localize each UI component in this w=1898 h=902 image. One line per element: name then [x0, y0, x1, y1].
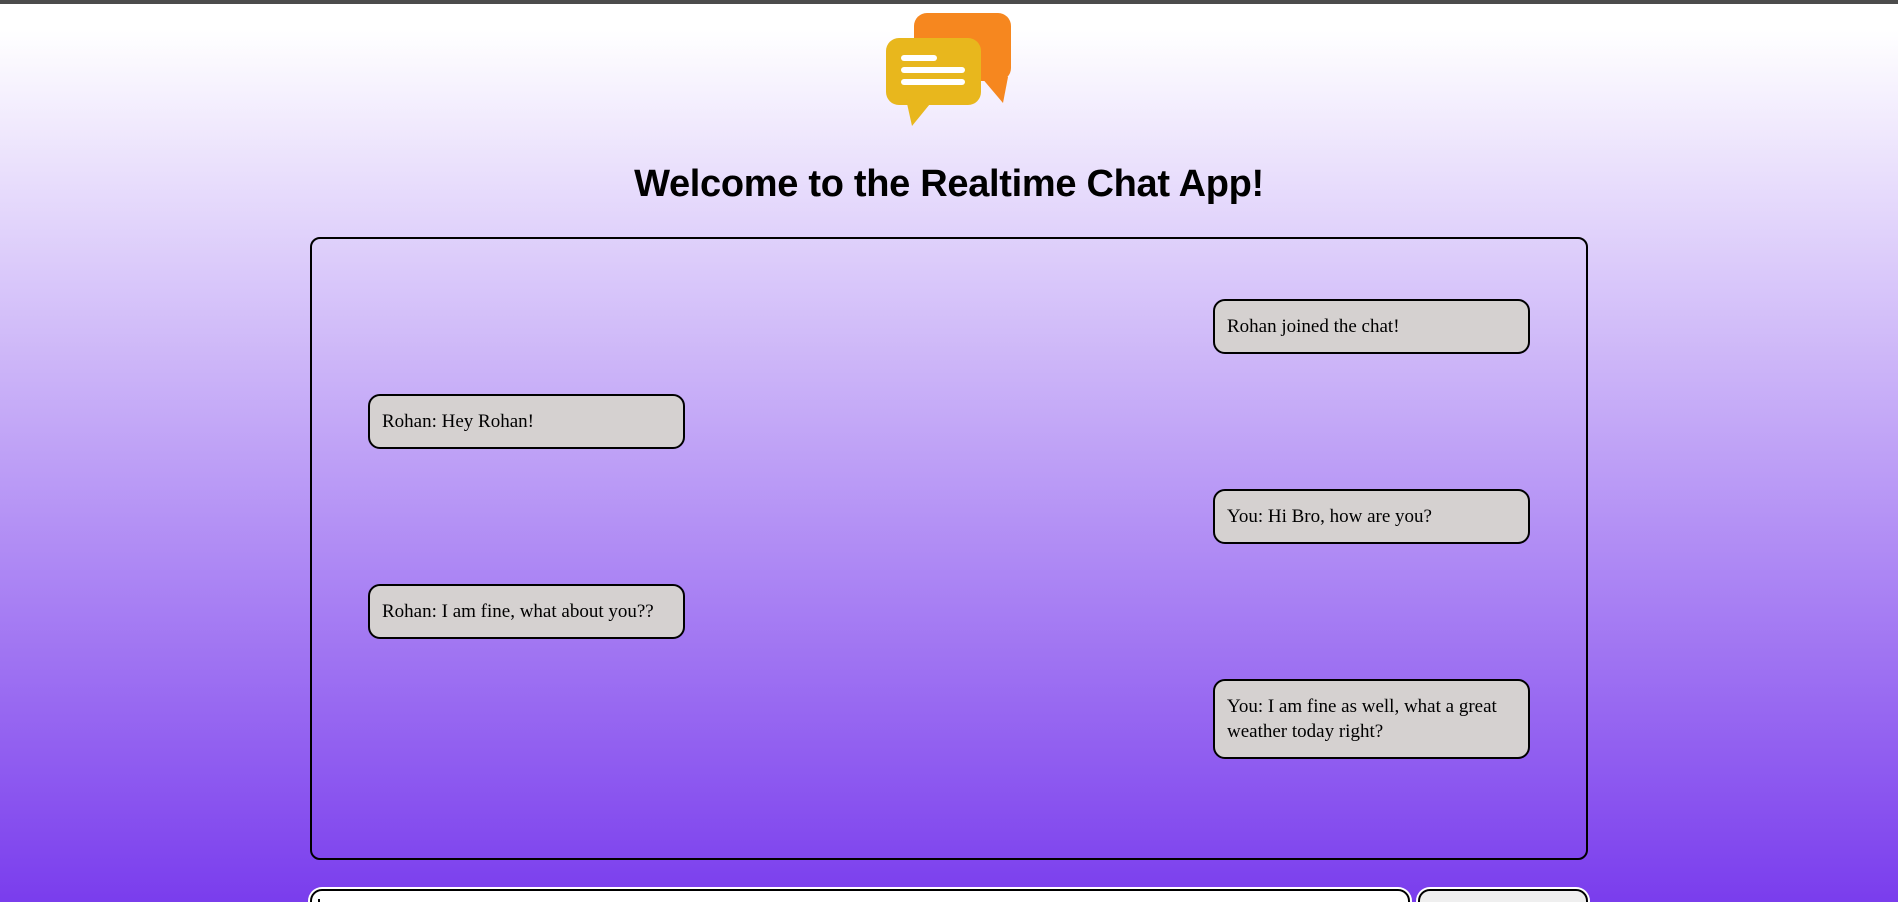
page-title: Welcome to the Realtime Chat App!	[634, 163, 1264, 205]
message-text: You: I am fine as well, what a great wea…	[1227, 696, 1497, 742]
chat-message: You: I am fine as well, what a great wea…	[1213, 679, 1530, 759]
message-input-wrap	[310, 889, 1410, 902]
chat-message: Rohan: Hey Rohan!	[368, 394, 685, 449]
chat-message: You: Hi Bro, how are you?	[1213, 489, 1530, 544]
chat-messages-container: Rohan joined the chat! Rohan: Hey Rohan!…	[310, 237, 1588, 860]
window-top-edge	[0, 0, 1898, 4]
message-composer	[310, 889, 1588, 902]
header: Welcome to the Realtime Chat App!	[0, 4, 1898, 205]
text-caret	[318, 899, 320, 902]
chat-bubbles-logo-icon	[886, 13, 1012, 131]
send-button[interactable]	[1418, 889, 1588, 902]
message-text: Rohan: Hey Rohan!	[382, 411, 534, 432]
chat-message: Rohan joined the chat!	[1213, 299, 1530, 354]
chat-message: Rohan: I am fine, what about you??	[368, 584, 685, 639]
message-text: Rohan: I am fine, what about you??	[382, 601, 654, 622]
message-text: Rohan joined the chat!	[1227, 316, 1400, 337]
message-text: You: Hi Bro, how are you?	[1227, 506, 1432, 527]
message-input[interactable]	[310, 889, 1410, 902]
